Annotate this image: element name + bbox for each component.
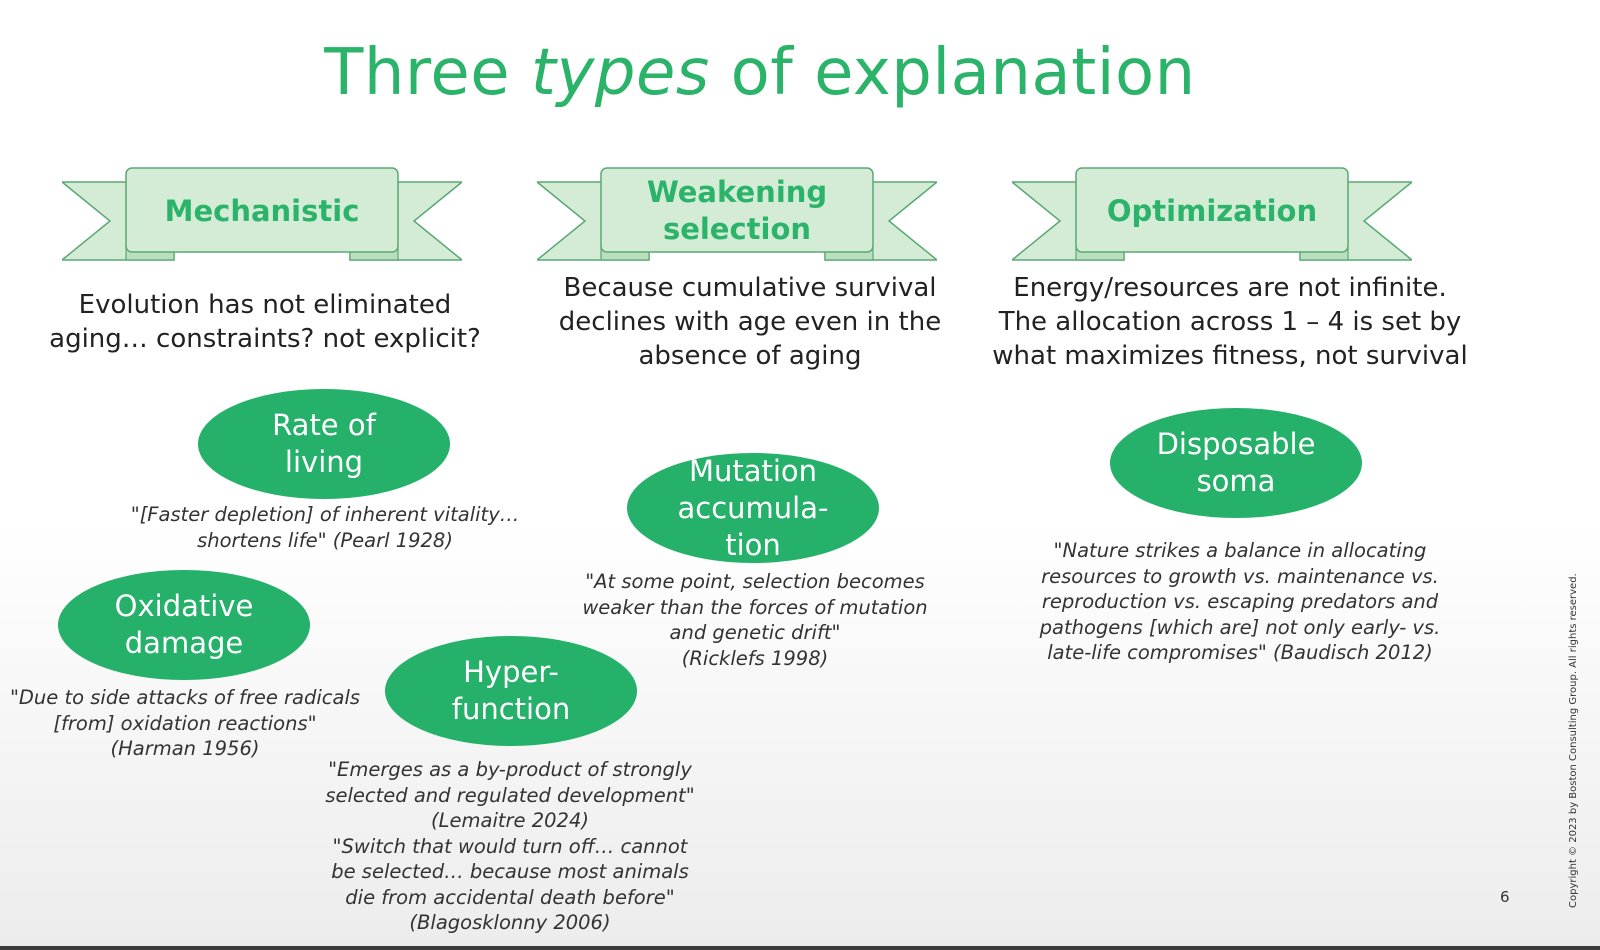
ribbon-main-panel xyxy=(1075,167,1349,253)
banner-mechanistic: Mechanistic xyxy=(62,164,462,268)
mechanistic-description: Evolution has not eliminated aging… cons… xyxy=(49,290,481,354)
copyright-notice: Copyright © 2023 by Boston Consulting Gr… xyxy=(1568,573,1579,908)
ribbon-graphic xyxy=(537,167,937,261)
rate-of-living-quote: "[Faster depletion] of inherent vitality… xyxy=(130,503,520,552)
mutation-accumulation-ellipse: Mutation accumula- tion xyxy=(627,453,879,563)
bottom-bar xyxy=(0,946,1600,950)
mutation-accumulation-quote: "At some point, selection becomes weaker… xyxy=(582,570,928,670)
oxidative-damage-ellipse: Oxidative damage xyxy=(58,570,310,680)
banner-label: Weakening selection xyxy=(646,175,828,246)
banner-weakening-selection: Weakening selection xyxy=(537,164,937,268)
ribbon-graphic xyxy=(1012,167,1412,261)
ribbon-graphic xyxy=(62,167,462,261)
disposable-soma-quote: "Nature strikes a balance in allocating … xyxy=(1039,539,1441,664)
disposable-soma-ellipse: Disposable soma xyxy=(1110,408,1362,518)
weakening-selection-description: Because cumulative survival declines wit… xyxy=(558,273,942,371)
hyperfunction-quote: "Emerges as a by-product of strongly sel… xyxy=(325,758,695,934)
ribbon-main-panel xyxy=(125,167,399,253)
rate-of-living-ellipse: Rate of living xyxy=(198,389,450,499)
banner-label: Optimization xyxy=(1106,193,1318,228)
hyperfunction-ellipse: Hyper- function xyxy=(385,636,637,746)
optimization-description: Energy/resources are not infinite. The a… xyxy=(992,273,1468,371)
oxidative-damage-quote: "Due to side attacks of free radicals [f… xyxy=(9,686,361,760)
banner-optimization: Optimization xyxy=(1012,164,1412,268)
slide-title: Three types of explanation xyxy=(324,36,1196,110)
ribbon-main-panel xyxy=(600,167,874,253)
page-number: 6 xyxy=(1500,888,1510,906)
banner-label: Mechanistic xyxy=(164,193,360,228)
